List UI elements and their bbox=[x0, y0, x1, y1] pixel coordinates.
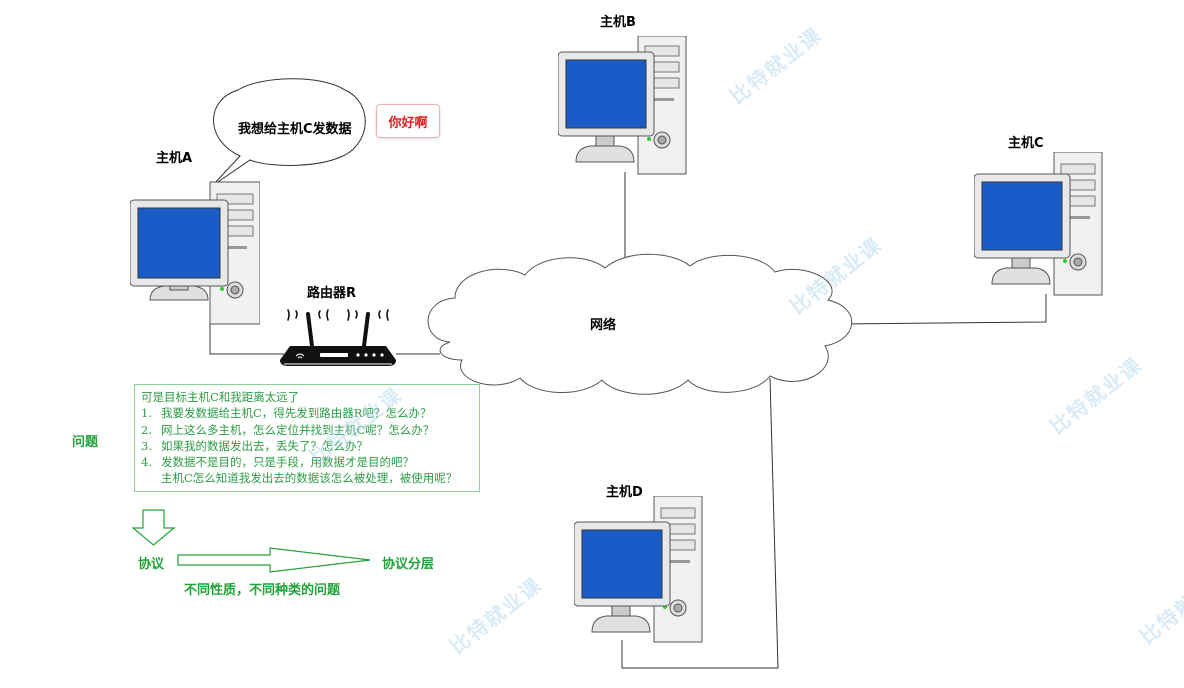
right-arrow bbox=[177, 547, 371, 573]
host-c-computer[interactable] bbox=[974, 152, 1104, 297]
question-box: 可是目标主机C和我距离太远了 1.我要发数据给主机C，得先发到路由器R吧？怎么办… bbox=[134, 384, 480, 492]
protocol-caption: 不同性质，不同种类的问题 bbox=[184, 583, 341, 598]
host-b-computer[interactable] bbox=[558, 36, 688, 176]
host-d-computer[interactable] bbox=[574, 496, 704, 644]
host-d-label: 主机D bbox=[606, 485, 643, 500]
protocol-layering-label: 协议分层 bbox=[382, 557, 435, 572]
thought-bubble bbox=[211, 78, 366, 187]
question-item: 1.我要发数据给主机C，得先发到路由器R吧？怎么办？ bbox=[141, 406, 432, 421]
router-label: 路由器R bbox=[307, 286, 357, 301]
network-cloud bbox=[427, 253, 853, 395]
router-icon[interactable] bbox=[276, 306, 400, 374]
question-side-label: 问题 bbox=[72, 435, 99, 450]
link-cloud-d bbox=[621, 377, 779, 669]
question-item: 2.网上这么多主机，怎么定位并找到主机C呢？怎么办？ bbox=[141, 422, 435, 437]
hello-callout: 你好啊 bbox=[376, 104, 440, 138]
network-label: 网络 bbox=[590, 318, 617, 333]
question-item: 4.发数据不是目的，只是手段，用数据才是目的吧？ bbox=[141, 455, 414, 470]
link-cloud-c bbox=[837, 294, 1047, 325]
question-continuation: 主机C怎么知道我发出去的数据该怎么被处理，被使用呢？ bbox=[161, 471, 458, 486]
host-a-computer[interactable] bbox=[130, 172, 260, 327]
host-a-label: 主机A bbox=[156, 151, 193, 166]
host-b-label: 主机B bbox=[600, 15, 636, 30]
host-c-label: 主机C bbox=[1008, 136, 1044, 151]
link-a-router bbox=[209, 322, 284, 355]
protocol-label: 协议 bbox=[138, 557, 165, 572]
question-title: 可是目标主机C和我距离太远了 bbox=[141, 390, 300, 404]
question-item: 3.如果我的数据发出去，丢失了？怎么办？ bbox=[141, 438, 368, 453]
down-arrow bbox=[131, 509, 176, 546]
thought-bubble-text: 我想给主机C发数据 bbox=[238, 122, 352, 137]
